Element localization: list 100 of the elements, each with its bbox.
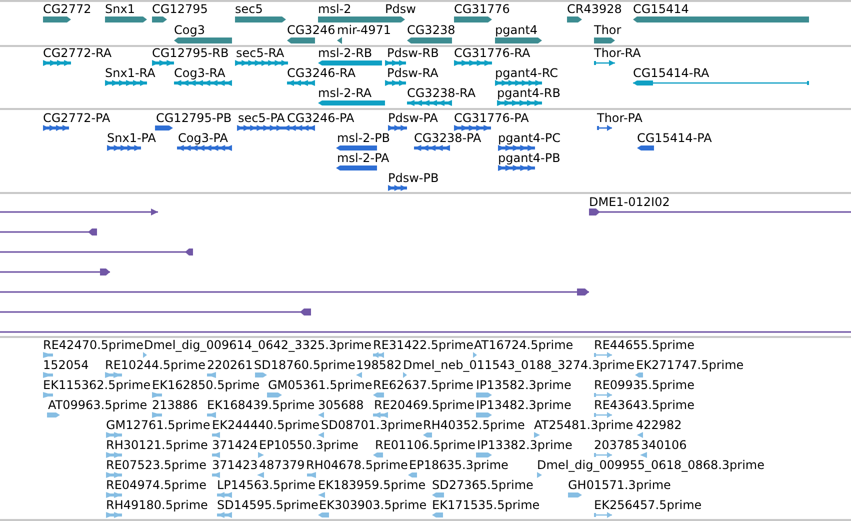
feature-label: RE31422.5prime xyxy=(373,338,474,352)
feature-label: IP13482.3prime xyxy=(476,398,572,412)
feature-label: Thor-PA xyxy=(597,111,642,125)
feature-label: msl-2 xyxy=(318,2,352,16)
feature-label: 152054 xyxy=(43,358,89,372)
feature-label: Dmel_dig_009614_0642_3325.3prime xyxy=(144,338,372,352)
feature-label: sec5-PA xyxy=(238,111,285,125)
feature-label: CG2772-RA xyxy=(43,46,112,60)
feature-label: CG31776-PA xyxy=(454,111,529,125)
feature-label: CG2772-PA xyxy=(43,111,110,125)
feature-label: RH04678.5prime xyxy=(306,458,408,472)
feature-label: pgant4-RB xyxy=(497,86,560,100)
feature-label: CG31776-RA xyxy=(454,46,530,60)
feature-label: 422982 xyxy=(636,418,682,432)
feature-label: 487379 xyxy=(259,458,305,472)
feature-label: msl-2-RB xyxy=(318,46,372,60)
feature-label: SD08701.3prime xyxy=(321,418,422,432)
feature-label: CG12795-RB xyxy=(152,46,229,60)
feature-label: Pdsw-RB xyxy=(387,46,439,60)
feature-label: 213886 xyxy=(152,398,198,412)
feature-label: RH30121.5prime xyxy=(106,438,208,452)
feature-label: pgant4-PC xyxy=(498,131,560,145)
feature-label: 371424 xyxy=(212,438,258,452)
feature-label: EK271747.5prime xyxy=(636,358,744,372)
feature-label: 203785 xyxy=(594,438,640,452)
feature-label: SD14595.5prime xyxy=(217,498,318,512)
feature-label: CG15414-RA xyxy=(633,66,710,80)
feature-label: CG15414-PA xyxy=(637,131,712,145)
feature-label: RE20469.5prime xyxy=(374,398,474,412)
feature-label: GH01571.3prime xyxy=(568,478,671,492)
feature-label: RE44655.5prime xyxy=(594,338,694,352)
feature-label: SD18760.5prime xyxy=(254,358,356,372)
feature-label: pgant4-RC xyxy=(495,66,558,80)
feature-label: LP14563.5prime xyxy=(217,478,316,492)
feature-label: Thor-RA xyxy=(594,46,641,60)
feature-label: Cog3 xyxy=(174,23,205,37)
feature-label: AT16724.5prime xyxy=(474,338,574,352)
feature-label: EK244440.5prime xyxy=(212,418,320,432)
feature-label: Pdsw xyxy=(385,2,416,16)
feature-label: EK256457.5prime xyxy=(594,498,702,512)
feature-label: Snx1-RA xyxy=(105,66,156,80)
feature-label: CG2772 xyxy=(43,2,92,16)
feature-label: RE09935.5prime xyxy=(594,378,694,392)
feature-label: EK168439.5prime xyxy=(207,398,315,412)
feature-label: IP13382.3prime xyxy=(477,438,572,452)
feature-label: 198582 xyxy=(356,358,402,372)
feature-label: AT25481.3prime xyxy=(534,418,634,432)
feature-label: CG3246-PA xyxy=(287,111,354,125)
feature-label: RE01106.5prime xyxy=(375,438,476,452)
feature-label: CG3238-RA xyxy=(407,86,476,100)
feature-label: Pdsw-PA xyxy=(388,111,438,125)
feature-label: CG3246-RA xyxy=(287,66,356,80)
feature-label: 305688 xyxy=(318,398,364,412)
feature-label: EK115362.5prime xyxy=(43,378,151,392)
feature-label: CG3238 xyxy=(407,23,456,37)
feature-label: pgant4 xyxy=(495,23,538,37)
feature-label: EK303903.5prime xyxy=(319,498,427,512)
feature-label: msl-2-PB xyxy=(337,131,390,145)
feature-label: RE10244.5prime xyxy=(105,358,206,372)
feature-label: CG15414 xyxy=(633,2,689,16)
feature-label: sec5-RA xyxy=(236,46,284,60)
feature-label: Cog3-PA xyxy=(178,131,228,145)
feature-label: EK162850.5prime xyxy=(152,378,260,392)
feature-label: Cog3-RA xyxy=(174,66,226,80)
feature-label: CG12795 xyxy=(152,2,208,16)
feature-label: RH49180.5prime xyxy=(106,498,208,512)
feature-label: EK183959.5prime xyxy=(318,478,426,492)
feature-label: RE04974.5prime xyxy=(106,478,206,492)
feature-label: CR43928 xyxy=(567,2,622,16)
feature-label: EK171535.5prime xyxy=(432,498,540,512)
feature-label: Snx1 xyxy=(105,2,135,16)
feature-label: RH40352.5prime xyxy=(423,418,525,432)
feature-label: CG12795-PB xyxy=(156,111,232,125)
feature-label: RE43643.5prime xyxy=(594,398,694,412)
feature-label: DME1-012I02 xyxy=(589,195,670,209)
feature-label: CG31776 xyxy=(454,2,510,16)
feature-label: IP13582.3prime xyxy=(476,378,572,392)
feature-label: Thor xyxy=(594,23,622,37)
feature-label: Pdsw-RA xyxy=(387,66,438,80)
feature-label: pgant4-PB xyxy=(498,151,560,165)
feature-label: Snx1-PA xyxy=(107,131,156,145)
feature-label: CG3238-PA xyxy=(414,131,482,145)
feature-label: mir-4971 xyxy=(337,23,392,37)
feature-label: 340106 xyxy=(641,438,687,452)
feature-label: 220261 xyxy=(207,358,253,372)
feature-label: RE07523.5prime xyxy=(106,458,206,472)
feature-label: 371423 xyxy=(212,458,258,472)
feature-label: Dmel_neb_011543_0188_3274.3prime xyxy=(403,358,635,372)
feature-label: GM12761.5prime xyxy=(106,418,210,432)
feature-label: EP10550.3prime xyxy=(259,438,358,452)
feature-label: Dmel_dig_009955_0618_0868.3prime xyxy=(537,458,765,472)
feature-label: Pdsw-PB xyxy=(388,171,439,185)
feature-label: CG3246 xyxy=(287,23,336,37)
feature-label: msl-2-RA xyxy=(318,86,372,100)
feature-label: sec5 xyxy=(235,2,263,16)
feature-label: RE62637.5prime xyxy=(373,378,474,392)
feature-label: GM05361.5prime xyxy=(268,378,372,392)
feature-label: EP18635.3prime xyxy=(409,458,508,472)
feature-label: AT09963.5prime xyxy=(48,398,148,412)
feature-label: SD27365.5prime xyxy=(432,478,534,492)
